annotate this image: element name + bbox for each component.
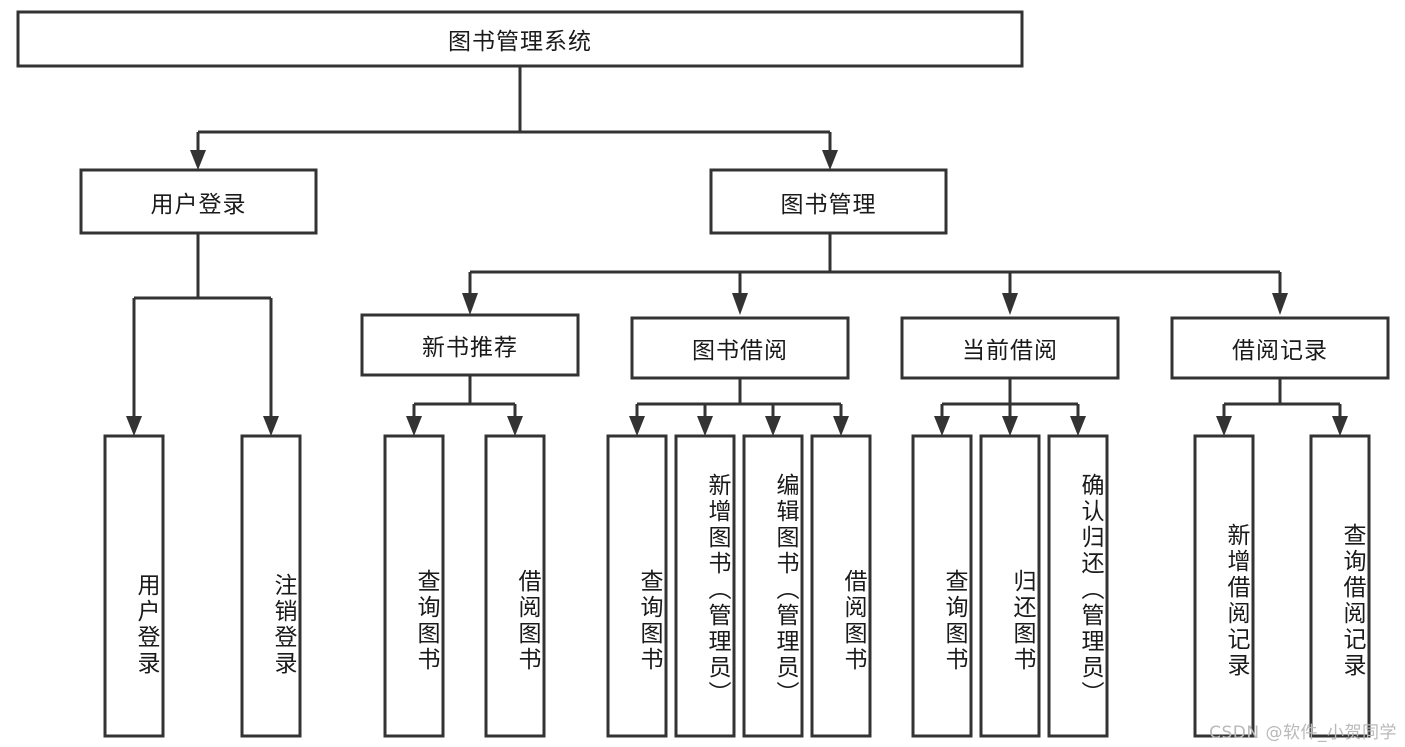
arrowhead-leaf-add-book <box>697 416 713 436</box>
node-box-leaf-query-book-a[interactable] <box>383 434 445 738</box>
node-box-book-mgmt[interactable] <box>709 168 948 235</box>
arrowhead-leaf-query-book-a <box>406 416 422 436</box>
node-box-leaf-return-book[interactable] <box>979 434 1041 738</box>
node-box-leaf-query-book-c[interactable] <box>911 434 973 738</box>
node-boxes <box>16 10 1390 738</box>
node-box-leaf-add-record[interactable] <box>1193 434 1255 738</box>
node-box-leaf-borrow-book-b[interactable] <box>810 434 872 738</box>
arrowhead-leaf-user-login <box>126 416 142 436</box>
node-box-leaf-logout-login[interactable] <box>240 434 302 738</box>
node-box-book-borrow[interactable] <box>630 316 850 380</box>
node-box-borrow-record[interactable] <box>1170 316 1390 380</box>
arrowhead-leaf-logout-login <box>263 416 279 436</box>
arrowhead-leaf-query-record <box>1332 416 1348 436</box>
arrowhead-leaf-add-record <box>1216 416 1232 436</box>
watermark-text: CSDN @软件_小贺同学 <box>1209 723 1397 743</box>
arrowhead-leaf-edit-book <box>765 416 781 436</box>
arrowhead-leaf-query-book-b <box>629 416 645 436</box>
arrowhead-leaf-borrow-book-a <box>507 416 523 436</box>
node-box-leaf-user-login[interactable] <box>103 434 165 738</box>
node-box-user-login[interactable] <box>79 168 318 235</box>
node-box-leaf-edit-book[interactable] <box>742 434 804 738</box>
arrowhead-book-borrow <box>732 293 748 315</box>
node-box-leaf-query-record[interactable] <box>1309 434 1371 738</box>
arrowhead-leaf-borrow-book-b <box>833 416 849 436</box>
arrowhead-borrow-record <box>1272 293 1288 315</box>
node-box-root[interactable] <box>16 10 1024 68</box>
arrowhead-user-login <box>190 150 206 170</box>
arrowhead-current-borrow <box>1002 293 1018 315</box>
arrowhead-leaf-query-book-c <box>934 416 950 436</box>
node-box-leaf-confirm-return[interactable] <box>1047 434 1109 738</box>
arrowhead-book-mgmt <box>822 150 838 170</box>
connectors <box>126 66 1348 436</box>
node-box-leaf-add-book[interactable] <box>674 434 736 738</box>
node-box-leaf-borrow-book-a[interactable] <box>484 434 546 738</box>
arrowhead-leaf-confirm-return <box>1070 416 1086 436</box>
node-box-new-book-rec[interactable] <box>360 313 580 377</box>
arrowhead-leaf-return-book <box>1002 416 1018 436</box>
arrowhead-new-book-rec <box>462 293 478 315</box>
node-box-leaf-query-book-b[interactable] <box>606 434 668 738</box>
node-box-current-borrow[interactable] <box>900 316 1120 380</box>
